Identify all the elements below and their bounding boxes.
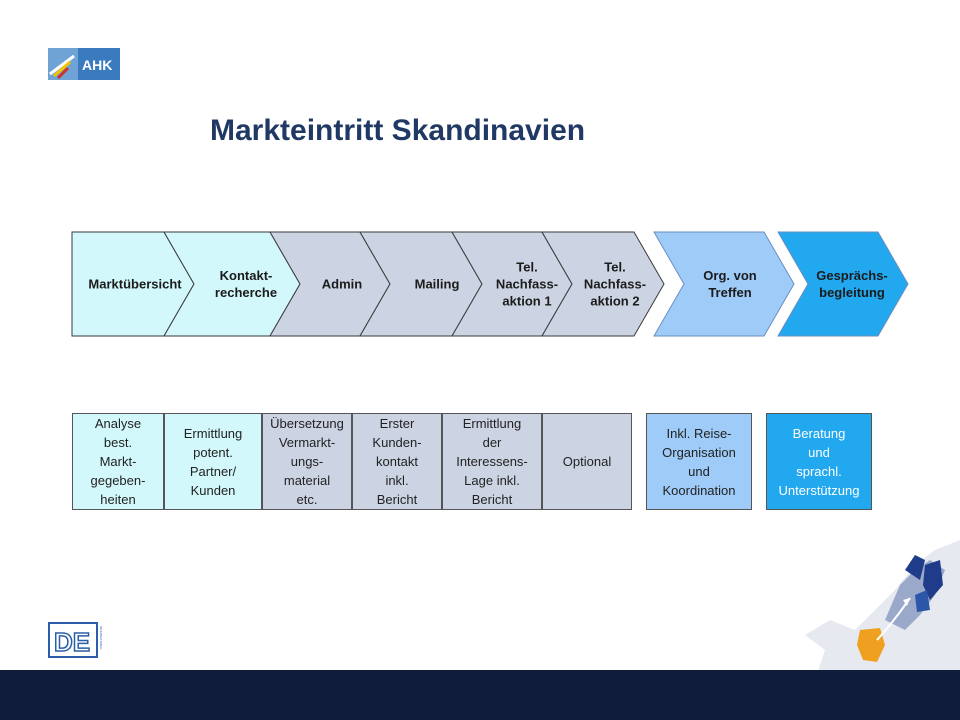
ahk-logo-text: AHK: [82, 57, 112, 73]
process-step-label: Gesprächs- begleitung: [816, 268, 888, 300]
process-step-label: Kontakt- recherche: [214, 268, 278, 300]
step-detail-box: Ermittlung der Interessens- Lage inkl. B…: [442, 413, 542, 510]
step-detail-box: Ermittlung potent. Partner/ Kunden: [164, 413, 262, 510]
ahk-logo: AHK: [48, 48, 120, 80]
process-step-label: Org. von Treffen: [703, 268, 757, 300]
process-step-label: Tel. Nachfass- aktion 1: [495, 259, 559, 309]
process-step-shape: [777, 231, 909, 337]
de-international-logo: DE INTERNATIONAL: [48, 622, 103, 658]
page-title: Markteintritt Skandinavien: [210, 114, 586, 147]
process-step-label: Mailing: [414, 276, 460, 292]
footer-bar: [0, 670, 960, 720]
step-detail-box: Inkl. Reise- Organisation und Koordinati…: [646, 413, 752, 510]
process-step-label: Tel. Nachfass- aktion 2: [583, 259, 647, 309]
step-detail-box: Optional: [542, 413, 632, 510]
de-logo-subtext: INTERNATIONAL: [99, 626, 103, 650]
step-detail-box: Beratung und sprachl. Unterstützung: [766, 413, 872, 510]
step-detail-box: Analyse best. Markt- gegeben- heiten: [72, 413, 164, 510]
process-step-label: Marktübersicht: [88, 276, 182, 292]
process-step-shape: [653, 231, 795, 337]
process-step-shape: [541, 231, 665, 337]
de-logo-text: DE: [54, 627, 90, 657]
process-step-label: Admin: [321, 276, 363, 292]
step-detail-box: Erster Kunden- kontakt inkl. Bericht: [352, 413, 442, 510]
step-detail-box: Übersetzung Vermarkt- ungs- material etc…: [262, 413, 352, 510]
